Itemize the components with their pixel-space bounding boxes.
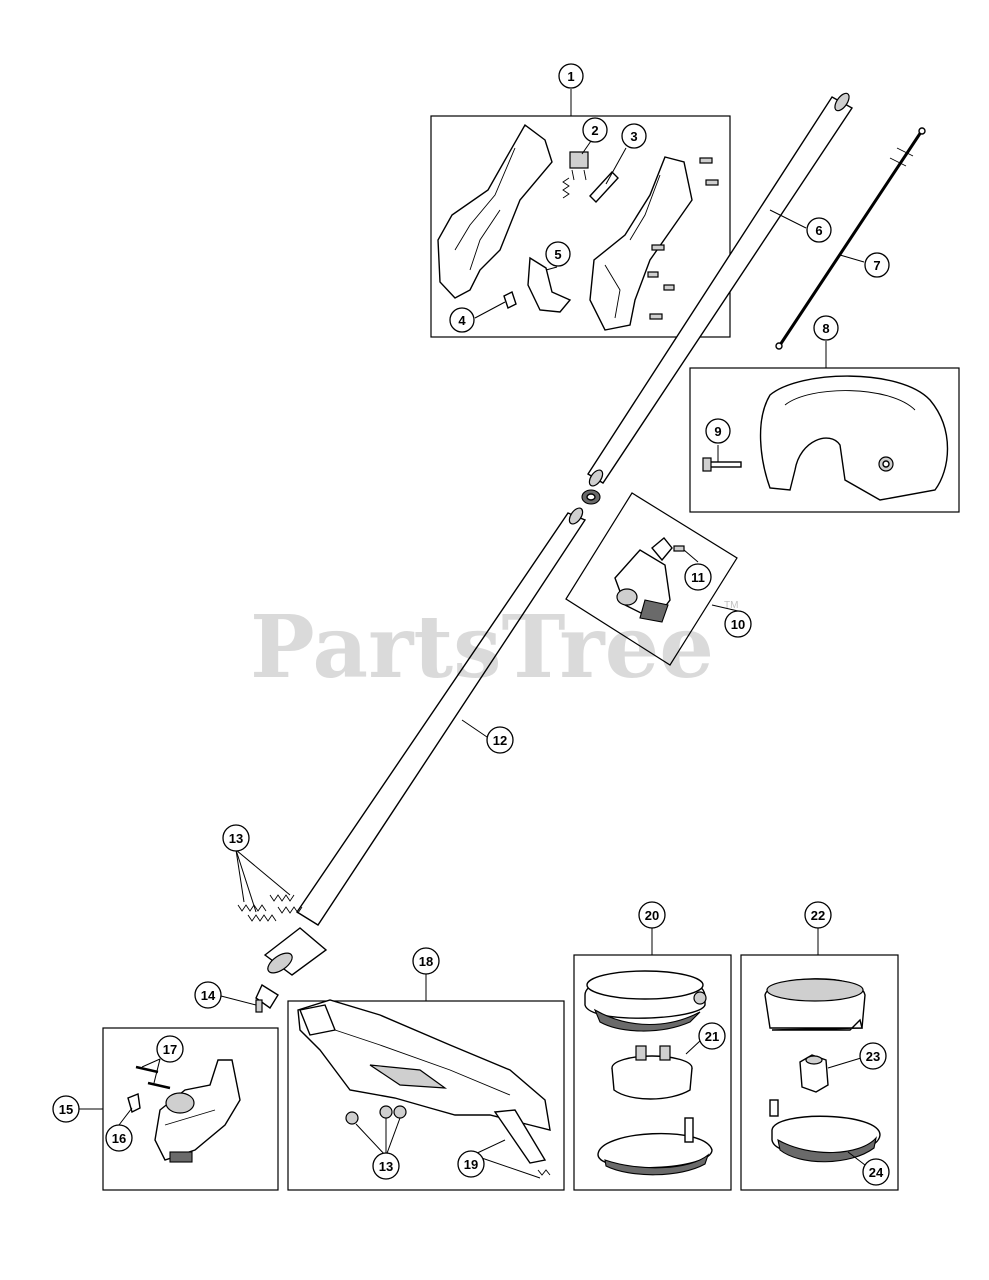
drive-shaft-end xyxy=(255,983,279,1013)
callout-8-text: 8 xyxy=(822,321,829,336)
callout-21-text: 21 xyxy=(705,1029,719,1044)
throttle-trigger xyxy=(527,256,572,313)
callout-18-text: 18 xyxy=(419,954,433,969)
callout-16-text: 16 xyxy=(112,1131,126,1146)
callout-5: 5 xyxy=(545,241,571,267)
callout-8: 8 xyxy=(813,315,839,341)
blade-guard-plate xyxy=(493,1109,551,1176)
shield-nuts xyxy=(345,1105,407,1125)
shaft-coupler xyxy=(581,489,601,505)
gear-screws xyxy=(135,1065,171,1090)
handle-housing-left xyxy=(437,123,553,299)
callout-2-text: 2 xyxy=(591,123,598,138)
callout-4: 4 xyxy=(449,307,475,333)
callout-3: 3 xyxy=(621,123,647,149)
callout-12: 12 xyxy=(486,726,514,754)
callout-2: 2 xyxy=(582,117,608,143)
callout-13-lower-text: 13 xyxy=(379,1159,393,1174)
spool-cover xyxy=(597,1117,713,1176)
callout-7-text: 7 xyxy=(873,258,880,273)
callout-11: 11 xyxy=(684,563,712,591)
callout-15-text: 15 xyxy=(59,1102,73,1117)
callout-17: 17 xyxy=(156,1035,184,1063)
callout-6-text: 6 xyxy=(815,223,822,238)
bump-head-base xyxy=(769,1099,881,1163)
callout-6: 6 xyxy=(806,217,832,243)
handle-housing-right xyxy=(589,156,693,331)
gear-pin xyxy=(127,1093,141,1114)
gear-head xyxy=(154,1059,241,1163)
callout-24-text: 24 xyxy=(869,1165,884,1180)
callout-17-text: 17 xyxy=(163,1042,177,1057)
callout-4-text: 4 xyxy=(458,313,466,328)
spool-housing-top xyxy=(584,970,707,1032)
handle-clamp xyxy=(614,537,673,623)
callout-1: 1 xyxy=(558,63,584,89)
spool xyxy=(611,1045,693,1100)
callout-24: 24 xyxy=(862,1158,890,1186)
callout-1-text: 1 xyxy=(567,69,574,84)
callout-19: 19 xyxy=(457,1150,485,1178)
assist-handle xyxy=(759,375,949,501)
upper-shaft xyxy=(587,92,854,487)
callout-5-text: 5 xyxy=(554,247,561,262)
callout-16: 16 xyxy=(105,1124,133,1152)
hex-nut xyxy=(799,1054,829,1093)
watermark-tm: TM xyxy=(724,600,738,611)
spring-part xyxy=(562,177,570,199)
callout-13-lower: 13 xyxy=(372,1152,400,1180)
leader-lines xyxy=(79,89,866,1179)
housing-screws xyxy=(647,157,719,320)
callout-15: 15 xyxy=(52,1095,80,1123)
callout-9: 9 xyxy=(705,418,731,444)
callout-14-text: 14 xyxy=(201,988,216,1003)
spacer-part xyxy=(589,170,619,204)
shield xyxy=(297,999,551,1131)
callout-3-text: 3 xyxy=(630,129,637,144)
handle-bolt xyxy=(702,457,742,472)
callout-22: 22 xyxy=(804,901,832,929)
box-trimmer-head-b xyxy=(740,954,899,1191)
switch-part xyxy=(569,151,589,181)
callout-11-text: 11 xyxy=(691,570,705,585)
lockout-lever xyxy=(503,291,517,309)
box-assist-handle xyxy=(689,367,960,513)
callout-13-upper-text: 13 xyxy=(229,831,243,846)
callout-18: 18 xyxy=(412,947,440,975)
clamp-screw xyxy=(673,545,685,552)
callout-23: 23 xyxy=(859,1042,887,1070)
callout-14: 14 xyxy=(194,981,222,1009)
callout-19-text: 19 xyxy=(464,1157,478,1172)
callout-20: 20 xyxy=(638,901,666,929)
bump-head-top xyxy=(764,978,866,1031)
lower-shaft xyxy=(296,507,587,926)
box-handle-clamp xyxy=(565,492,738,666)
callout-9-text: 9 xyxy=(714,424,721,439)
callout-21: 21 xyxy=(698,1022,726,1050)
bracket-screws xyxy=(237,894,303,922)
callout-23-text: 23 xyxy=(866,1049,880,1064)
drive-cable xyxy=(775,127,926,350)
box-upper-housing xyxy=(430,115,731,338)
watermark: PartsTree xyxy=(250,597,714,698)
callout-7: 7 xyxy=(864,252,890,278)
callout-10: 10 xyxy=(724,610,752,638)
shaft-bracket xyxy=(263,927,328,976)
callout-12-text: 12 xyxy=(493,733,507,748)
callout-13-upper: 13 xyxy=(222,824,250,852)
callout-20-text: 20 xyxy=(645,908,659,923)
callout-22-text: 22 xyxy=(811,908,825,923)
callout-10-text: 10 xyxy=(731,617,745,632)
